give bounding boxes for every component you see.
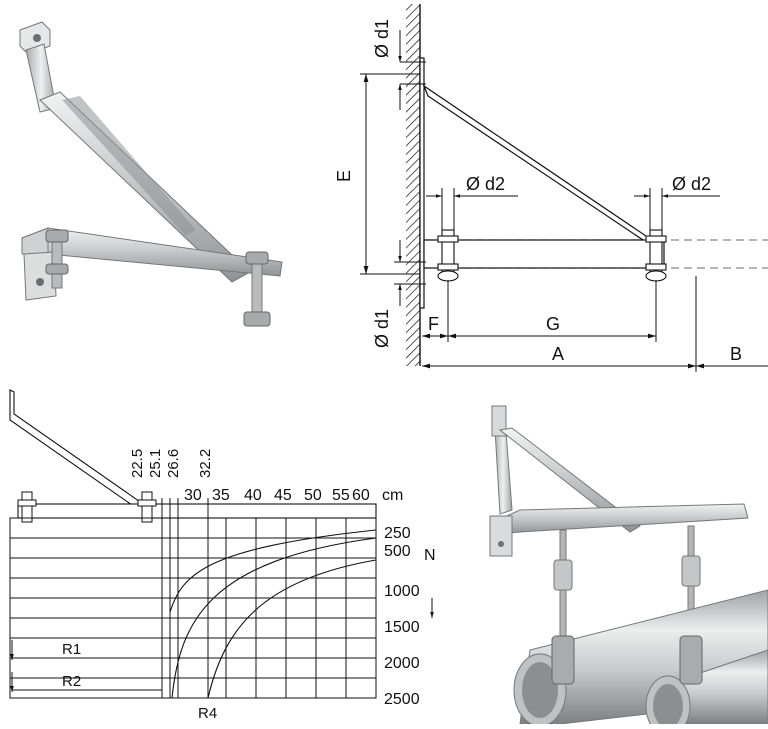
distance-tick-4: 45 [274,487,292,504]
dim-d1-top: Ø d1 [372,19,392,58]
distance-tick-6: 55 [332,487,350,504]
dim-d2-right: Ø d2 [672,174,711,194]
dimension-drawing [360,4,768,372]
wall-hatch [406,4,420,366]
bolt-right [645,229,667,282]
bracket-with-pipes-photo [489,405,768,729]
load-tick-6: 2500 [384,691,420,708]
distance-tick-5: 50 [304,487,322,504]
curve-label-r4: R4 [198,705,217,722]
rail [423,239,665,269]
load-scale: 250 500 1000 1500 2000 2500 N [384,525,436,708]
dim-d2-left: Ø d2 [466,174,505,194]
load-tick-4: 1500 [384,619,420,636]
dim-a: A [552,344,564,364]
bracket-photo [19,21,283,327]
distance-tick-7: 60 [352,487,370,504]
load-tick-1: 250 [384,525,411,542]
dim-f: F [428,314,439,334]
distance-scale: 30 35 40 45 50 55 60 cm [184,487,403,504]
top-mark-1: 22.5 [129,449,146,478]
curve-label-r2: R2 [62,673,81,690]
load-tick-5: 2000 [384,655,420,672]
load-chart: 22.5 25.1 26.6 32.2 30 35 40 45 50 55 60… [9,389,436,722]
load-unit: N [424,547,436,564]
dim-b: B [730,344,742,364]
dimension-labels: Ø d1 E Ø d1 Ø d2 Ø d2 F G A B [334,19,742,364]
dim-e: E [334,170,354,182]
load-tick-2: 500 [384,543,411,560]
bolt-left [437,229,459,282]
top-mark-4: 32.2 [197,449,214,478]
dim-g: G [546,314,560,334]
curve-label-r1: R1 [62,641,81,658]
top-marks: 22.5 25.1 26.6 32.2 [129,449,214,478]
top-mark-3: 26.6 [165,449,182,478]
load-tick-3: 1000 [384,583,420,600]
distance-tick-3: 40 [244,487,262,504]
distance-unit: cm [382,487,403,504]
strut [422,84,653,247]
wall-plate [419,57,425,309]
distance-tick-2: 35 [212,487,230,504]
curve-labels: R1 R2 R4 [62,641,217,722]
top-mark-2: 25.1 [147,449,164,478]
distance-tick-1: 30 [184,487,202,504]
dim-d1-bottom: Ø d1 [372,309,392,348]
